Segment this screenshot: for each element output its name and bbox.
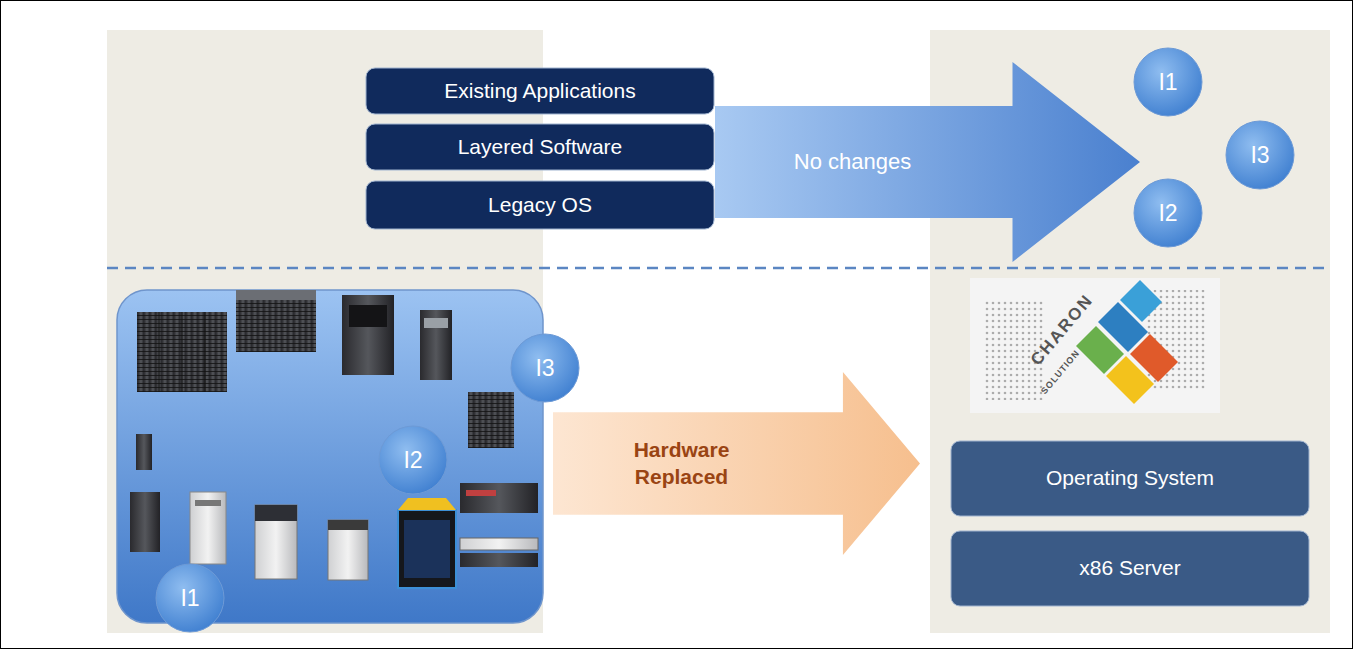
node-text: Legacy OS [488, 192, 592, 218]
instance-circle: I2 [1133, 178, 1203, 248]
node-text: Layered Software [458, 134, 623, 160]
node-text: x86 Server [1079, 555, 1181, 581]
charon-logo [970, 278, 1220, 413]
node-text: No changes [794, 148, 911, 176]
divider-line [107, 267, 1325, 270]
node-text: Existing Applications [444, 78, 635, 104]
layer-box: Existing Applications [365, 67, 715, 115]
layer-box: Layered Software [365, 123, 715, 171]
node-text: I1 [180, 584, 199, 613]
instance-circle: I3 [510, 333, 580, 403]
node-text: Operating System [1046, 465, 1214, 491]
arrow-shape: No changes [715, 62, 1140, 262]
instance-circle: I1 [155, 563, 225, 633]
arrow-shape-outline [715, 62, 1140, 262]
left-panel [107, 30, 543, 633]
node-text: I2 [1158, 199, 1177, 228]
stack-box: x86 Server [950, 530, 1310, 607]
layer-box: Legacy OS [365, 180, 715, 230]
stack-box: Operating System [950, 440, 1310, 517]
node-text: I3 [535, 354, 554, 383]
node-text: I1 [1158, 68, 1177, 97]
instance-circle: I3 [1225, 120, 1295, 190]
node-text: I3 [1250, 141, 1269, 170]
arrow-shape: Hardware Replaced [553, 372, 920, 555]
node-text: Hardware Replaced [607, 437, 757, 490]
instance-circle: I2 [378, 425, 448, 495]
arrow-shape-outline [553, 372, 920, 555]
legacy-servers [130, 290, 538, 588]
instance-circle: I1 [1133, 47, 1203, 117]
node-text: I2 [403, 446, 422, 475]
